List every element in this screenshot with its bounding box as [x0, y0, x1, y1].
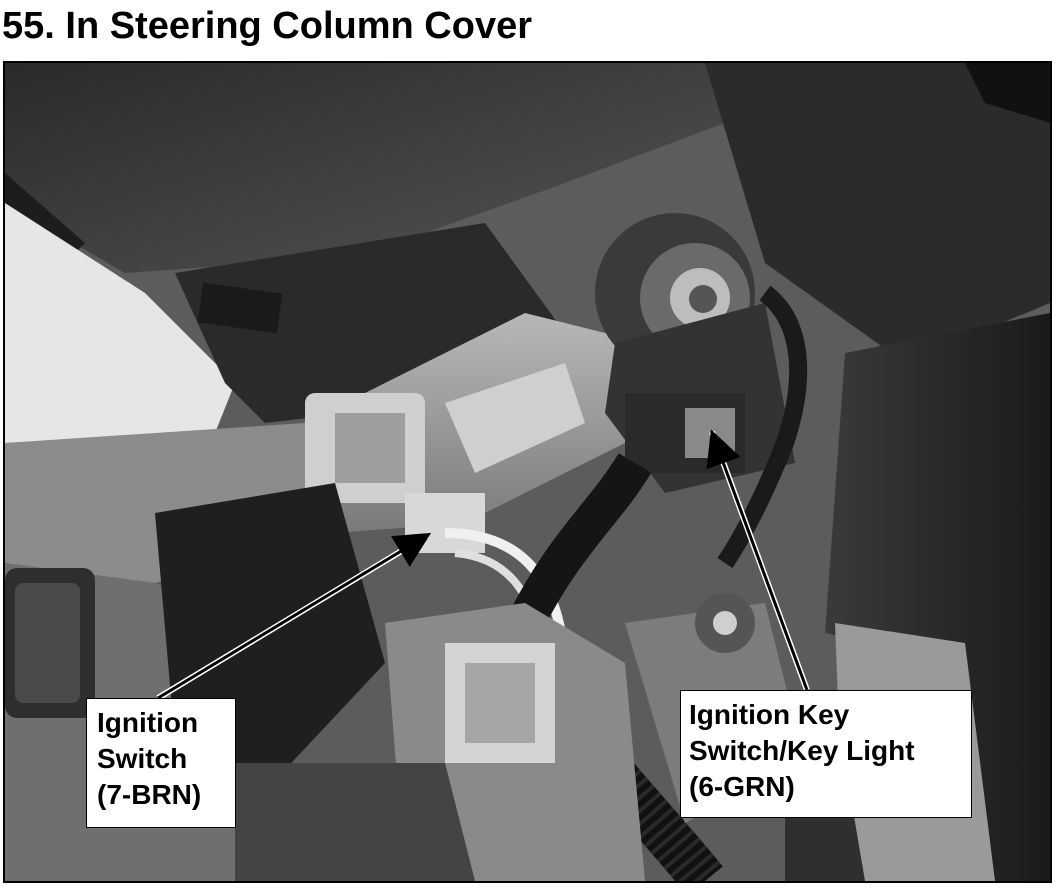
- callout-line: Switch: [97, 743, 188, 774]
- callout-line: Ignition: [97, 707, 199, 738]
- callout-line: (7-BRN): [97, 779, 202, 810]
- page-title: 55. In Steering Column Cover: [2, 5, 532, 47]
- callout-line: (6-GRN): [689, 771, 795, 802]
- callout-line: Switch/Key Light: [689, 735, 915, 766]
- ignition-key-switch-callout: Ignition Key Switch/Key Light (6-GRN): [680, 690, 972, 818]
- callout-line: Ignition Key: [689, 699, 850, 730]
- ignition-switch-callout: Ignition Switch (7-BRN): [86, 698, 236, 828]
